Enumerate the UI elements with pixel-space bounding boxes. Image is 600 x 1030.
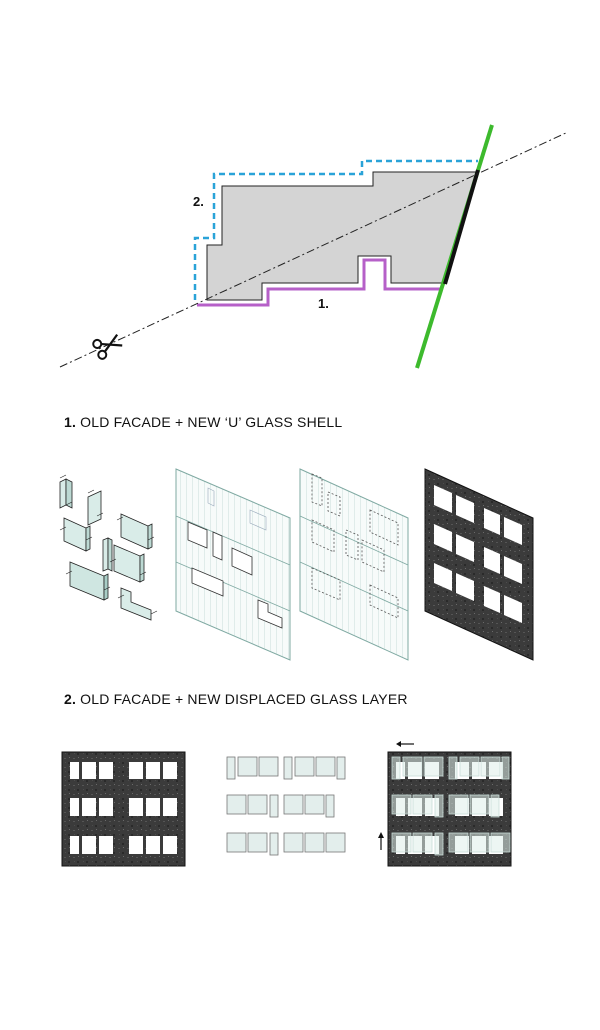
glass-piece <box>120 587 152 621</box>
u-glass-shell-line <box>197 258 443 307</box>
u-glass-shell-panel <box>175 468 291 661</box>
glass-piece <box>69 561 109 601</box>
existing-facade-edge <box>443 169 480 285</box>
section-1-title: OLD FACADE + NEW ‘U’ GLASS SHELL <box>80 414 343 430</box>
u-glass-shell-outline-panel <box>299 468 409 661</box>
glass-piece <box>113 544 145 583</box>
glass-piece <box>87 490 102 526</box>
section-1-number: 1. <box>64 414 77 430</box>
section-2-heading: 2. OLD FACADE + NEW DISPLACED GLASS LAYE… <box>64 691 408 707</box>
piece-arrows <box>59 474 158 615</box>
glass-piece <box>63 517 91 552</box>
old-facade-isometric <box>424 468 534 661</box>
section-1-heading: 1. OLD FACADE + NEW ‘U’ GLASS SHELL <box>64 414 342 430</box>
cut-line <box>59 131 569 368</box>
glass-piece <box>59 478 73 509</box>
arrow-left-icon <box>396 741 414 747</box>
plan-diagram: 2. 1. <box>59 124 569 369</box>
displaced-glass-layer <box>226 756 346 856</box>
u-glass-pieces <box>59 478 153 621</box>
section-2-number: 2. <box>64 691 77 707</box>
displaced-glass-line <box>193 159 478 300</box>
section-2-title: OLD FACADE + NEW DISPLACED GLASS LAYER <box>80 691 408 707</box>
scissors-icon <box>92 333 123 360</box>
old-facade-elevation <box>61 751 186 867</box>
plan-label-2: 2. <box>193 194 204 209</box>
arrow-up-icon <box>378 832 384 850</box>
combined-facade <box>387 751 512 867</box>
glass-piece <box>102 537 113 572</box>
glass-piece <box>120 513 153 550</box>
plan-label-1: 1. <box>318 296 329 311</box>
